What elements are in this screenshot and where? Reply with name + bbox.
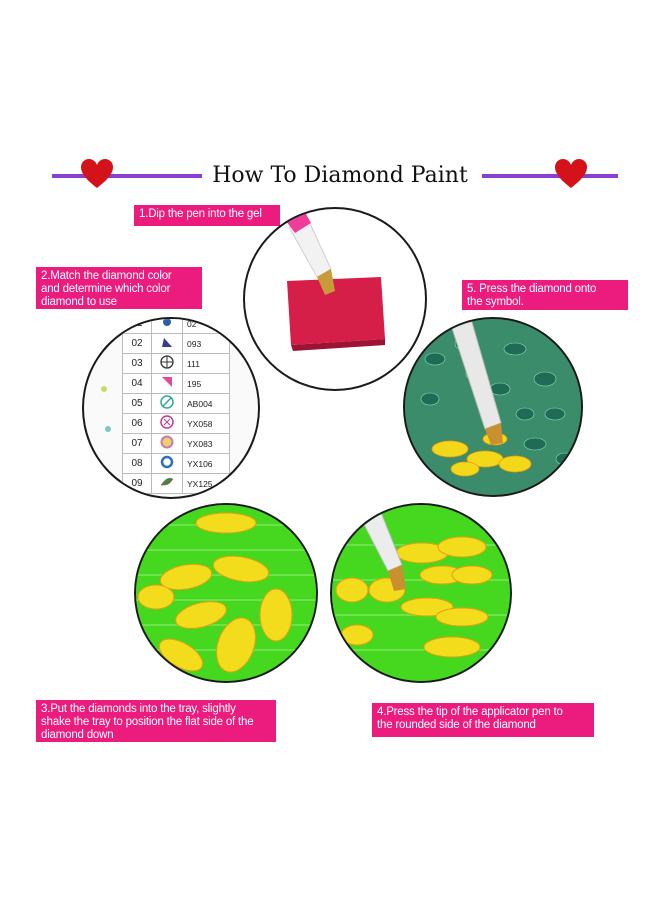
ring-symbol-icon: [151, 433, 183, 454]
step1-caption: 1.Dip the pen into the gel: [134, 205, 280, 226]
legend-row: 08 YX106: [122, 453, 230, 474]
legend-row: 06 YX058: [122, 413, 230, 434]
legend-code: YX083: [182, 433, 230, 454]
step3-text-line1: 3.Put the diamonds into the tray, slight…: [41, 703, 236, 715]
step4-caption: 4.Press the tip of the applicator pen to…: [372, 703, 594, 737]
step3-photo: [134, 503, 318, 683]
right-heart-icon: [555, 159, 587, 188]
legend-code: 195: [182, 373, 230, 394]
leaf-symbol-icon: [151, 473, 183, 494]
legend-row: 03 111: [122, 353, 230, 374]
step4-photo: [330, 503, 512, 683]
legend-row: 09 YX125: [122, 473, 230, 494]
legend-row: 05 AB004: [122, 393, 230, 414]
legend-row: 04 195: [122, 373, 230, 394]
step5-text-line1: 5. Press the diamond onto: [467, 283, 597, 295]
legend-num: 08: [122, 453, 152, 474]
legend-code: AB004: [182, 393, 230, 414]
triangle-symbol-icon: [151, 333, 183, 354]
right-divider-line: [482, 174, 618, 178]
legend-code: 093: [182, 333, 230, 354]
x-circle-symbol-icon: [151, 413, 183, 434]
legend-code: 111: [182, 353, 230, 374]
yellow-diamonds: [137, 512, 293, 673]
crosshair-symbol-icon: [151, 353, 183, 374]
legend-num: 04: [122, 373, 152, 394]
step3-text-line3: diamond down: [41, 729, 114, 741]
yellow-diamonds: [431, 432, 532, 477]
legend-num: 09: [122, 473, 152, 494]
legend-num: 05: [122, 393, 152, 414]
step3-text-line2: shake the tray to position the flat side…: [41, 716, 254, 728]
symbol-icon: [151, 319, 183, 334]
pen: [448, 319, 503, 445]
legend-row: 07 YX083: [122, 433, 230, 454]
legend-code: YX106: [182, 453, 230, 474]
chart-background-symbols: [100, 386, 111, 471]
step2-caption: 2.Match the diamond color and determine …: [36, 267, 202, 309]
legend-code: YX125: [182, 473, 230, 494]
step4-text-line2: the rounded side of the diamond: [377, 719, 536, 731]
gel-tray-edge: [291, 339, 385, 351]
legend-num: 07: [122, 433, 152, 454]
step5-text-line2: the symbol.: [467, 296, 524, 308]
blue-ring-symbol-icon: [151, 453, 183, 474]
legend-num: 03: [122, 353, 152, 374]
slash-circle-symbol-icon: [151, 393, 183, 414]
legend-num: 02: [122, 333, 152, 354]
step1-photo: [243, 207, 427, 391]
step4-text-line1: 4.Press the tip of the applicator pen to: [377, 706, 563, 718]
legend-row: 02 093: [122, 333, 230, 354]
legend-num: 01: [122, 319, 152, 334]
legend-num: 06: [122, 413, 152, 434]
pink-triangle-symbol-icon: [151, 373, 183, 394]
step1-text: 1.Dip the pen into the gel: [139, 208, 262, 220]
legend-code: YX058: [182, 413, 230, 434]
legend-row: 01 02: [122, 319, 230, 334]
left-divider-line: [52, 174, 202, 178]
left-heart-icon: [81, 159, 113, 188]
page-title: How To Diamond Paint: [212, 163, 468, 188]
step3-caption: 3.Put the diamonds into the tray, slight…: [36, 700, 276, 742]
step5-photo: [403, 317, 583, 497]
gel-tray: [287, 277, 385, 345]
step2-text-line3: diamond to use: [41, 296, 117, 308]
yellow-diamonds: [335, 536, 493, 658]
pen-tip: [317, 269, 335, 295]
step2-text-line2: and determine which color: [41, 283, 171, 295]
step5-caption: 5. Press the diamond onto the symbol.: [462, 280, 628, 310]
legend-code: 02: [182, 319, 230, 334]
step2-text-line1: 2.Match the diamond color: [41, 270, 172, 282]
